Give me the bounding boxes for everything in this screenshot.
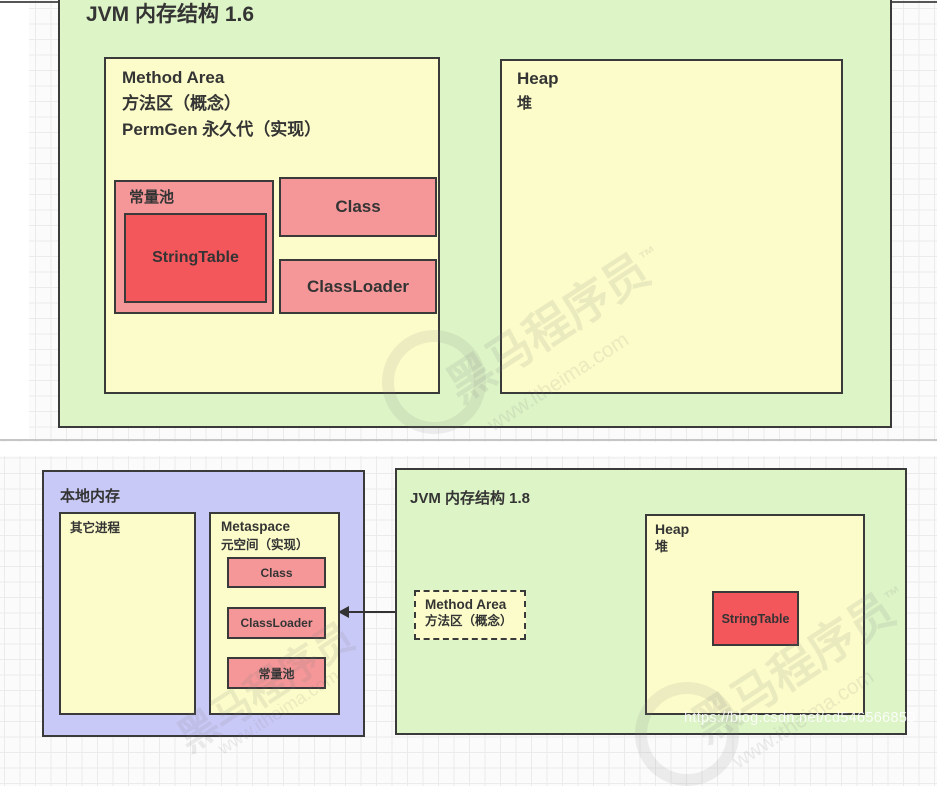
jvm18-method-area-name: Method Area (425, 597, 507, 612)
jvm18-method-area-dashed: Method Area 方法区（概念） (414, 590, 526, 640)
jvm16-method-area: Method Area 方法区（概念） PermGen 永久代（实现） 常量池 … (104, 57, 440, 394)
method-area-to-metaspace-arrow-head (338, 606, 349, 618)
jvm18-title: JVM 内存结构 1.8 (410, 490, 531, 507)
jvm18-stringtable-label: StringTable (721, 611, 790, 626)
left-page-margin (0, 0, 29, 440)
metaspace-classloader-label: ClassLoader (240, 616, 313, 630)
jvm16-classloader: ClassLoader (279, 259, 437, 314)
jvm16-heap-cn: 堆 (517, 95, 533, 112)
jvm16-method-area-impl: PermGen 永久代（实现） (122, 120, 322, 139)
jvm16-class-label: Class (335, 197, 381, 216)
metaspace-classloader: ClassLoader (227, 607, 326, 639)
jvm18-container: JVM 内存结构 1.8 Method Area 方法区（概念） Heap 堆 … (395, 468, 907, 735)
jvm18-method-area-cn: 方法区（概念） (425, 614, 513, 628)
section-separator-line (0, 439, 937, 441)
native-memory-container: 本地内存 其它进程 Metaspace 元空间（实现） Class ClassL… (42, 470, 365, 737)
jvm18-heap: Heap 堆 StringTable (645, 514, 865, 715)
metaspace-constant-pool-label: 常量池 (258, 666, 295, 681)
jvm16-stringtable: StringTable (124, 213, 267, 303)
jvm18-heap-name: Heap (655, 521, 690, 537)
metaspace-class-label: Class (260, 565, 293, 580)
native-metaspace: Metaspace 元空间（实现） Class ClassLoader 常量池 (209, 512, 340, 715)
metaspace-class: Class (227, 557, 326, 588)
section-gap (0, 442, 937, 456)
method-area-to-metaspace-arrow-line (348, 611, 413, 613)
native-other-process-label: 其它进程 (70, 521, 121, 535)
jvm16-constant-pool-label: 常量池 (129, 189, 175, 206)
native-metaspace-name: Metaspace (221, 519, 291, 534)
jvm18-heap-cn: 堆 (655, 539, 669, 554)
jvm16-heap-name: Heap (517, 69, 559, 88)
jvm16-container: JVM 内存结构 1.6 Method Area 方法区（概念） PermGen… (58, 0, 892, 428)
jvm16-constant-pool: 常量池 StringTable (114, 180, 274, 314)
jvm16-method-area-name: Method Area (122, 68, 225, 87)
jvm16-method-area-cn: 方法区（概念） (122, 94, 241, 113)
jvm16-stringtable-label: StringTable (152, 249, 239, 266)
jvm18-stringtable: StringTable (712, 591, 799, 646)
native-other-process: 其它进程 (59, 512, 196, 715)
native-memory-title: 本地内存 (60, 488, 121, 505)
jvm16-classloader-label: ClassLoader (306, 276, 410, 296)
native-metaspace-cn: 元空间（实现） (221, 538, 309, 552)
jvm16-title: JVM 内存结构 1.6 (86, 3, 255, 26)
jvm16-class: Class (279, 177, 437, 237)
metaspace-constant-pool: 常量池 (227, 657, 326, 689)
jvm16-heap: Heap 堆 (500, 59, 843, 394)
